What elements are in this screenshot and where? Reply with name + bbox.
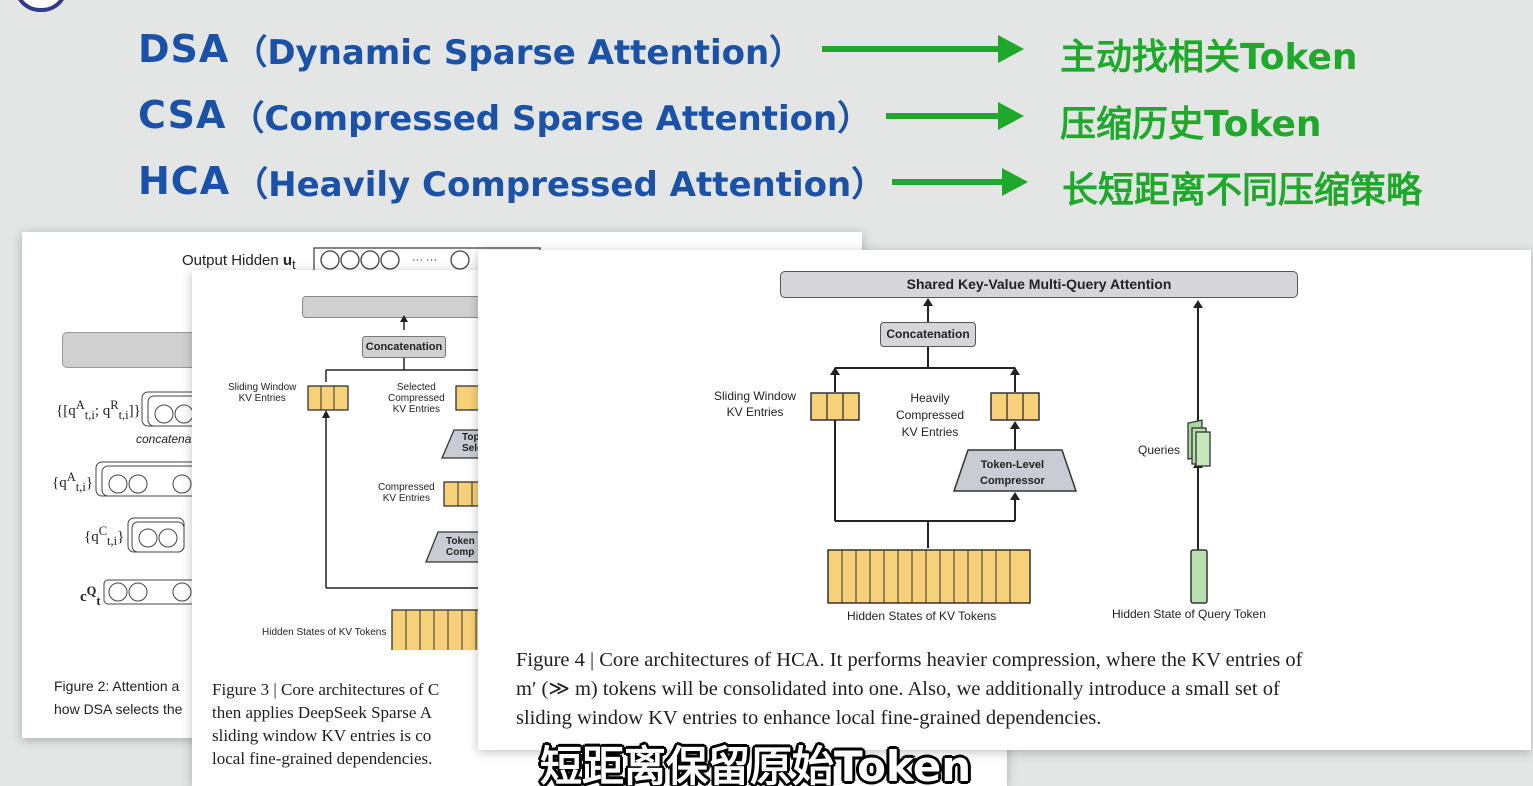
fig2-output-sub: t bbox=[292, 258, 296, 272]
csa-arrow bbox=[886, 102, 1024, 130]
fig3-caption-line: sliding window KV entries is co bbox=[212, 726, 432, 745]
fig4-diagram-lines bbox=[810, 298, 1211, 604]
hca-result: 长短距离不同压缩策略 bbox=[1062, 170, 1423, 211]
channel-logo bbox=[14, 0, 68, 12]
figure4-paper: Shared Key-Value Multi-Query Attention bbox=[478, 250, 1531, 750]
fig2-output-var: u bbox=[282, 252, 293, 269]
fig2-output-label: Output Hidden ut bbox=[182, 252, 296, 272]
fig4-hidden-query-label: Hidden State of Query Token bbox=[1112, 607, 1266, 621]
fig3-hidden-label: Hidden States of KV Tokens bbox=[262, 627, 387, 638]
fig4-caption-line: sliding window KV entries to enhance loc… bbox=[516, 707, 1102, 729]
fig3-diagram-lines bbox=[307, 315, 492, 650]
hca-abbr: HCA bbox=[138, 159, 231, 203]
fig3-concat-box: Concatenation bbox=[362, 336, 446, 358]
fig2-q-stack-1 bbox=[141, 391, 199, 427]
csa-full-name: （Compressed Sparse Attention） bbox=[230, 98, 872, 139]
fig2-q-row-3: {qCt,i} bbox=[84, 524, 125, 548]
dsa-arrow bbox=[822, 35, 1024, 63]
fig4-shared-attention-box: Shared Key-Value Multi-Query Attention bbox=[780, 271, 1298, 298]
csa-abbr: CSA bbox=[138, 93, 227, 137]
fig4-caption-line: m′ (≫ m) tokens will be consolidated int… bbox=[516, 678, 1280, 700]
fig2-q-stack-3 bbox=[127, 517, 185, 553]
dsa-abbr: DSA bbox=[138, 27, 230, 71]
fig3-caption-line: local fine-grained dependencies. bbox=[212, 749, 433, 768]
fig2-c-row: cQt bbox=[80, 584, 101, 608]
fig2-attention-block bbox=[62, 332, 202, 368]
fig4-hidden-kv-label: Hidden States of KV Tokens bbox=[847, 609, 997, 623]
fig2-output-ellipsis: ··· ··· bbox=[412, 254, 438, 266]
fig2-concat-label: concatenate bbox=[136, 432, 202, 446]
fig2-caption-line2: how DSA selects the bbox=[54, 701, 183, 717]
fig3-caption: Figure 3 | Core architectures of C then … bbox=[212, 678, 439, 770]
fig2-q-row-2: {qAt,i} bbox=[52, 470, 94, 494]
hca-full-name: （Heavily Compressed Attention） bbox=[234, 164, 886, 205]
video-subtitle: 短距离保留原始Token bbox=[540, 742, 972, 786]
fig4-queries-label: Queries bbox=[1138, 443, 1181, 457]
fig4-concat-box: Concatenation bbox=[880, 322, 976, 347]
hca-heading: HCA （Heavily Compressed Attention） bbox=[138, 156, 885, 206]
hca-arrow bbox=[892, 168, 1028, 196]
dsa-full-name: （Dynamic Sparse Attention） bbox=[233, 32, 804, 73]
fig2-q-stack-2 bbox=[95, 461, 201, 497]
fig4-caption-line: Figure 4 | Core architectures of HCA. It… bbox=[516, 649, 1303, 671]
fig2-c-vector bbox=[103, 579, 199, 605]
fig3-caption-line: Figure 3 | Core architectures of C bbox=[212, 680, 440, 699]
dsa-result: 主动找相关Token bbox=[1060, 37, 1358, 78]
csa-result: 压缩历史Token bbox=[1060, 104, 1322, 145]
fig2-q-row-1: {[qAt,i; qRt,i]} bbox=[56, 398, 141, 422]
csa-heading: CSA （Compressed Sparse Attention） bbox=[138, 90, 871, 140]
fig4-caption: Figure 4 | Core architectures of HCA. It… bbox=[516, 646, 1302, 733]
dsa-heading: DSA （Dynamic Sparse Attention） bbox=[138, 24, 803, 74]
fig2-caption-line1: Figure 2: Attention a bbox=[54, 678, 180, 694]
fig3-caption-line: then applies DeepSeek Sparse A bbox=[212, 703, 432, 722]
